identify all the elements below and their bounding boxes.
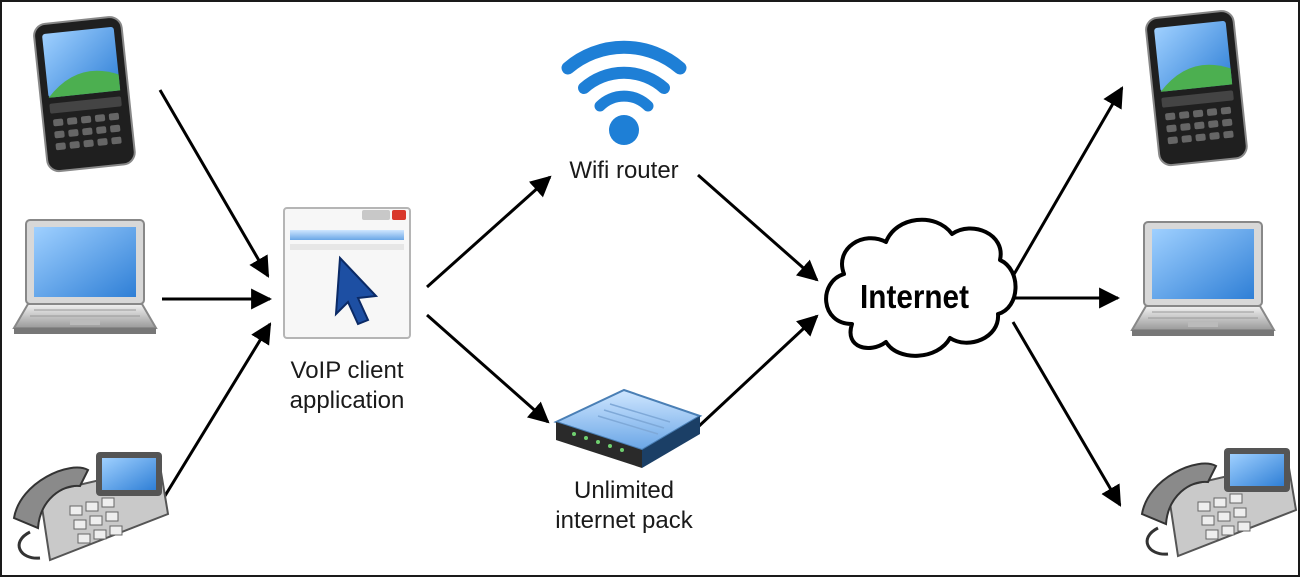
wifi-router-label: Wifi router (542, 156, 706, 186)
arrow-internet-to-phone (1011, 86, 1124, 277)
laptop-icon (12, 219, 158, 334)
arrow-modem-to-internet (696, 314, 819, 429)
arrow-phone-to-app (158, 89, 270, 278)
voip-client-label: VoIP client application (264, 356, 430, 416)
arrow-internet-to-deskphone (1011, 321, 1122, 507)
voip-label-line2: application (289, 387, 405, 414)
smartphone-icon (33, 16, 136, 173)
wifi-icon (561, 40, 687, 145)
modem-icon (553, 388, 703, 468)
arrow-app-to-wifi (426, 175, 552, 289)
modem-label-line2: internet pack (555, 507, 693, 534)
arrow-deskphone-to-app (158, 322, 272, 505)
internet-pack-label: Unlimited internet pack (532, 476, 716, 536)
arrow-app-to-modem (426, 313, 550, 424)
desk-phone-icon (12, 452, 170, 562)
wifi-label: Wifi router (569, 157, 679, 184)
laptop-icon (1130, 221, 1276, 336)
modem-label-line1: Unlimited (573, 477, 675, 504)
desk-phone-icon (1140, 448, 1298, 558)
smartphone-icon (1145, 10, 1248, 167)
arrows (158, 86, 1124, 507)
voip-label-line1: VoIP client (290, 357, 404, 384)
internet-label: Internet (860, 278, 969, 315)
arrow-wifi-to-internet (697, 173, 819, 282)
cloud-icon (824, 217, 1018, 358)
app-window-icon (283, 207, 411, 339)
